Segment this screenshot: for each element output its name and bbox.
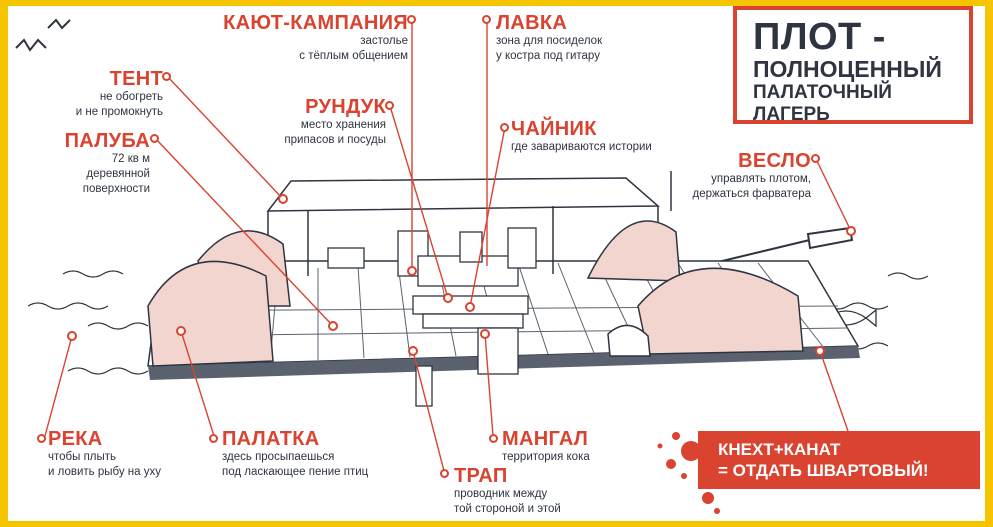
label-dot xyxy=(150,134,159,143)
label-desc: проводник между той стороной и этой xyxy=(454,488,561,515)
label-dot xyxy=(162,72,171,81)
label-title: ВЕСЛО xyxy=(738,150,811,172)
label-title: ПАЛУБА xyxy=(64,130,150,152)
label-trap: ТРАП проводник между той стороной и этой xyxy=(454,465,604,517)
label-desc: здесь просыпаешься под ласкающее пение п… xyxy=(222,451,369,478)
label-title: КАЮТ-КАМПАНИЯ xyxy=(223,12,408,34)
label-title: РУНДУК xyxy=(305,96,386,118)
label-dot xyxy=(500,123,509,132)
label-desc: территория кока xyxy=(502,451,590,463)
label-desc: 72 кв м деревянной поверхности xyxy=(82,153,150,195)
label-desc: застолье с тёплым общением xyxy=(299,35,408,62)
label-desc: чтобы плыть и ловить рыбу на уху xyxy=(48,451,161,478)
headline-box: ПЛОТ - ПОЛНОЦЕННЫЙ ПАЛАТОЧНЫЙ ЛАГЕРЬ xyxy=(733,6,973,125)
label-dot xyxy=(209,434,218,443)
canopy xyxy=(266,171,672,296)
label-title: ЛАВКА xyxy=(496,12,568,34)
infographic: ПЛОТ - ПОЛНОЦЕННЫЙ ПАЛАТОЧНЫЙ ЛАГЕРЬ КАЮ… xyxy=(8,6,985,521)
label-title: МАНГАЛ xyxy=(502,428,589,450)
raft-illustration xyxy=(15,13,973,514)
mooring-callout: КНЕХТ+КАНАТ = ОТДАТЬ ШВАРТОВЫЙ! xyxy=(698,431,980,489)
callout-line2: = ОТДАТЬ ШВАРТОВЫЙ! xyxy=(718,461,929,480)
leader-lines xyxy=(44,18,852,472)
callout-line1: КНЕХТ+КАНАТ xyxy=(718,440,841,459)
label-title: ЧАЙНИК xyxy=(511,118,597,140)
headline-line3: ПАЛАТОЧНЫЙ ЛАГЕРЬ xyxy=(753,82,892,125)
squiggle-icon xyxy=(15,18,71,52)
label-dot xyxy=(407,15,416,24)
label-kayut-kampaniya: КАЮТ-КАМПАНИЯ застолье с тёплым общением xyxy=(198,12,408,64)
label-runduk: РУНДУК место хранения припасов и посуды xyxy=(268,96,386,148)
label-dot xyxy=(489,434,498,443)
label-dot xyxy=(440,469,449,478)
headline-line1: ПЛОТ - xyxy=(753,16,886,58)
label-desc: управлять плотом, держаться фарватера xyxy=(692,173,811,200)
leader-dots xyxy=(67,194,856,356)
label-title: ПАЛАТКА xyxy=(222,428,320,450)
label-title: ТРАП xyxy=(454,465,508,487)
headline-line2: ПОЛНОЦЕННЫЙ xyxy=(753,56,942,82)
label-veslo: ВЕСЛО управлять плотом, держаться фарват… xyxy=(663,150,811,202)
label-desc: не обогреть и не промокнуть xyxy=(75,91,163,118)
label-dot xyxy=(37,434,46,443)
label-dot xyxy=(482,15,491,24)
label-lavka: ЛАВКА зона для посиделок у костра под ги… xyxy=(496,12,676,64)
tents xyxy=(147,220,804,367)
label-paluba: ПАЛУБА 72 кв м деревянной поверхности xyxy=(48,130,150,197)
label-palatka: ПАЛАТКА здесь просыпаешься под ласкающее… xyxy=(222,428,452,480)
label-tent: ТЕНТ не обогреть и не промокнуть xyxy=(48,68,163,120)
label-chainik: ЧАЙНИК где завариваются истории xyxy=(511,118,711,155)
label-mangal: МАНГАЛ территория кока xyxy=(502,428,652,465)
label-desc: где завариваются истории xyxy=(511,141,652,153)
label-reka: РЕКА чтобы плыть и ловить рыбу на уху xyxy=(48,428,218,480)
label-desc: место хранения припасов и посуды xyxy=(284,119,386,146)
label-title: ТЕНТ xyxy=(109,68,163,90)
label-title: РЕКА xyxy=(48,428,103,450)
label-dot xyxy=(811,154,820,163)
label-desc: зона для посиделок у костра под гитару xyxy=(496,35,603,62)
label-dot xyxy=(385,101,394,110)
